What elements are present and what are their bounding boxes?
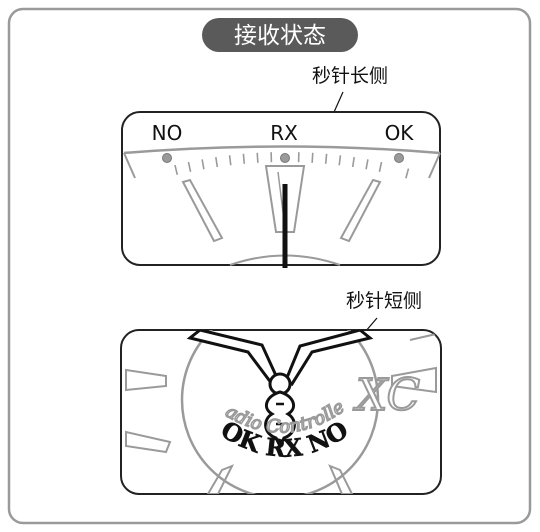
panel-title: 接收状态 [234,23,326,49]
bottom-dial: XC Radio Controlled OK RX NO [120,329,442,495]
dial-tick [228,155,232,166]
dial-tick [311,152,314,163]
top-dial: NO RX OK [121,111,441,268]
bezel-end-left [123,152,136,179]
dial-tick [187,161,192,173]
dial-label-no: NO [152,121,183,145]
lower-index-right-upper [409,333,437,341]
dial-tick [405,168,410,179]
dial-tick [174,164,179,176]
dial-tick [378,161,383,173]
indicator-dot-rx [280,153,290,163]
indicator-dot-ok [394,153,404,163]
dial-tick [215,157,219,168]
lower-index-left-lower [125,430,172,454]
minute-hand [284,330,374,387]
lower-index-right [391,366,437,394]
callout-long-side: 秒针长侧 [312,65,388,87]
dial-tick [338,155,342,166]
dial-tick [324,153,328,164]
dial-face-circle [180,330,380,494]
hour-index-center [264,165,306,233]
bezel-end-right [428,152,441,179]
dial-label-ok: OK [385,121,415,145]
callout-short-side: 秒针短侧 [346,290,422,312]
dial-label-rx: RX [270,121,298,145]
dial-tick [242,153,246,164]
dial-ticks [174,152,410,179]
second-hand-long-side [282,184,288,268]
hour-index-left [181,178,224,243]
lower-index-bottom-right [328,464,354,494]
dial-bezel-arc [123,145,441,155]
top-dial-frame [121,111,441,266]
dial-tick [351,157,355,168]
title-badge [202,18,358,52]
lower-index-left [125,368,167,392]
lower-index-bottom-left [206,464,235,494]
indicator-dot-no [162,153,172,163]
dial-tick [256,152,259,163]
second-hand-short-side [264,390,296,450]
dial-tick [201,159,205,170]
hour-index-right [339,178,382,243]
brand-mark: XC [353,370,420,421]
dial-tick [365,159,369,170]
